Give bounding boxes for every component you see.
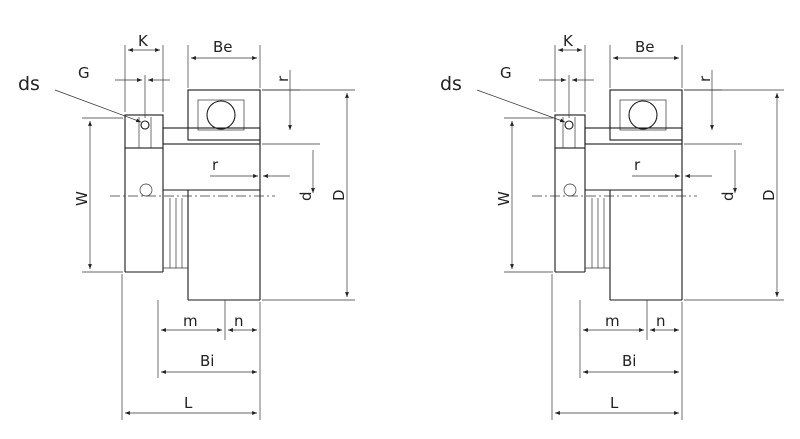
dim-label-r-top: r <box>696 75 714 82</box>
dim-label-G: G <box>78 64 90 82</box>
bearing-drawing-left: K Be G ds r W r d D <box>18 32 355 420</box>
bearing-drawing-right: K Be G ds r W r d D m n Bi <box>440 32 784 420</box>
inner-ring-section <box>162 127 261 145</box>
set-screw-icon <box>564 120 574 130</box>
dim-label-Bi: Bi <box>622 352 636 370</box>
set-screw-icon <box>140 120 150 130</box>
dim-label-G: G <box>500 64 512 82</box>
outer-ring-section <box>187 89 261 141</box>
inner-ring-section <box>584 127 683 145</box>
dim-label-d: d <box>719 191 737 201</box>
dim-label-r-mid: r <box>212 156 219 174</box>
dim-label-n: n <box>656 312 666 330</box>
dim-label-d: d <box>297 191 315 201</box>
dim-label-K: K <box>138 32 149 50</box>
dim-label-W: W <box>495 191 513 206</box>
dim-label-ds: ds <box>440 73 462 95</box>
dim-label-W: W <box>73 191 91 206</box>
dim-label-K: K <box>563 32 574 50</box>
locking-collar-section <box>124 114 164 149</box>
dim-label-m: m <box>605 312 620 330</box>
dim-label-D: D <box>760 189 778 201</box>
dim-label-Be: Be <box>635 38 655 56</box>
dim-label-r-top: r <box>274 75 292 82</box>
dim-label-L: L <box>184 394 193 412</box>
dim-label-m: m <box>183 312 198 330</box>
ball-element <box>206 100 236 130</box>
dim-label-r-mid: r <box>634 156 641 174</box>
dim-label-Be: Be <box>213 38 233 56</box>
dim-label-D: D <box>330 189 348 201</box>
dim-label-L: L <box>610 394 619 412</box>
dim-label-n: n <box>234 312 244 330</box>
outer-ring-section <box>609 89 683 141</box>
ball-element <box>628 100 658 130</box>
dim-label-Bi: Bi <box>200 352 214 370</box>
dim-label-ds: ds <box>18 73 40 95</box>
